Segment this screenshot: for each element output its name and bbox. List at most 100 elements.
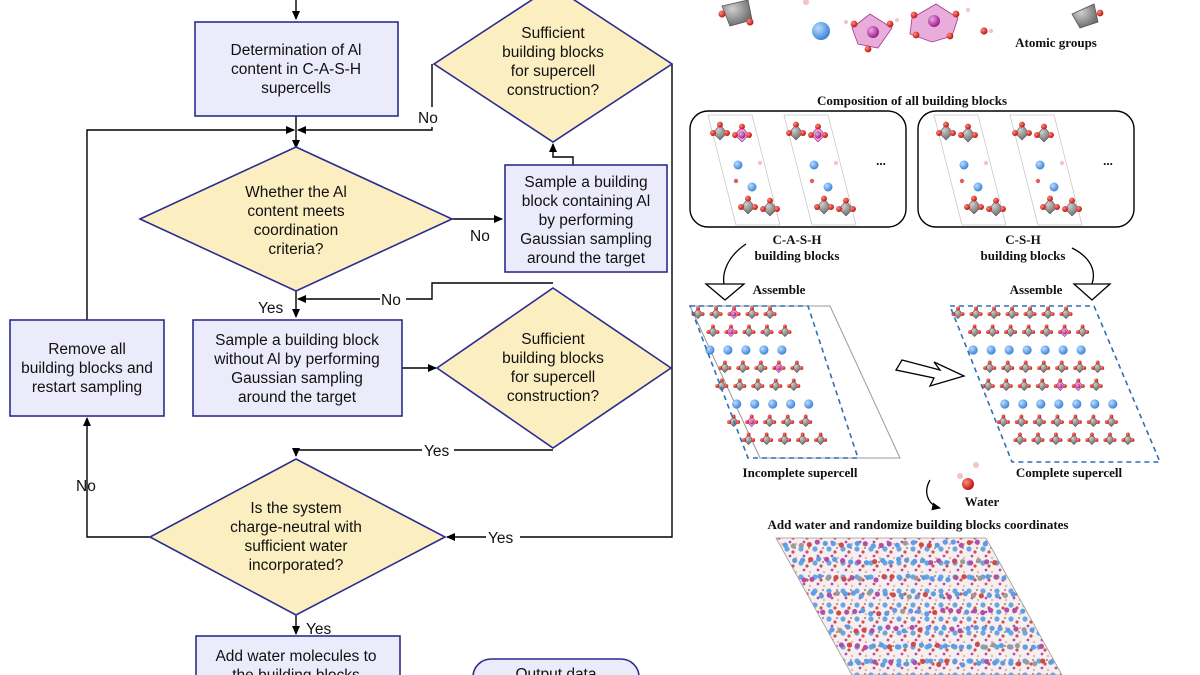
atom [953, 574, 959, 581]
oxygen-atom [1034, 132, 1040, 138]
atom [964, 609, 970, 615]
oxygen-atom [736, 366, 741, 370]
neutral-line-2: charge-neutral with [230, 519, 362, 536]
atom [1029, 627, 1035, 633]
oxygen-atom [1028, 366, 1033, 370]
atom [854, 540, 860, 547]
calcium-atom [804, 399, 814, 409]
calcium-atom [1076, 345, 1086, 355]
atom [954, 591, 960, 598]
atom [865, 574, 871, 581]
oxygen-atom [978, 204, 984, 210]
atom [880, 662, 886, 668]
oxygen-atom [732, 306, 736, 311]
atom [988, 607, 994, 613]
atom [974, 641, 981, 647]
oxygen-atom [992, 366, 997, 370]
whether-line-2: content meets [247, 203, 345, 220]
label-yes-suff-mid: Yes [424, 443, 450, 460]
oxygen-atom [1041, 360, 1046, 365]
oxygen-atom [1109, 414, 1114, 419]
oxygen-atom [760, 438, 764, 442]
oxygen-atom [1041, 123, 1047, 130]
atom [1005, 627, 1011, 633]
oxygen-atom [778, 438, 782, 442]
atom [825, 575, 831, 581]
oxygen-atom [1085, 330, 1090, 334]
oxygen-atom [790, 420, 795, 424]
oxygen-atom [1014, 420, 1019, 424]
oxygen-atom [752, 204, 758, 210]
cash-label-line-1: C-A-S-H [772, 232, 821, 247]
atom [822, 540, 828, 547]
oxygen-atom [1085, 438, 1090, 442]
cash-ellipsis: ... [876, 153, 886, 168]
calcium-atom [1090, 399, 1100, 409]
atom [908, 608, 914, 614]
oxygen-atom [821, 195, 827, 202]
aluminum-atom [728, 329, 734, 335]
csh-label-line-2: building blocks [981, 248, 1066, 263]
aluminum-atom [1062, 329, 1067, 335]
oxygen-atom [769, 438, 774, 442]
atom [918, 542, 924, 548]
atom [990, 642, 997, 648]
complete-supercell-label: Complete supercell [1016, 465, 1123, 480]
oxygen-atom [1073, 414, 1078, 419]
oxygen-atom [755, 378, 760, 383]
output-data-label: Output data [515, 666, 596, 675]
oxygen-atom [736, 312, 741, 316]
atom [926, 643, 933, 649]
oxygen-atom [996, 420, 1001, 424]
oxygen-atom [1048, 132, 1054, 138]
oxygen-atom [1026, 130, 1032, 136]
oxygen-atom [1049, 330, 1054, 334]
oxygen-atom [1059, 360, 1064, 365]
atom [902, 643, 909, 649]
atom [934, 542, 940, 548]
calcium-atom [759, 345, 769, 355]
oxygen-atom [814, 204, 820, 210]
oxygen-atom [986, 206, 992, 212]
oxygen-atom [787, 384, 792, 388]
whether-line-4: criteria? [268, 241, 324, 258]
atom [900, 608, 906, 614]
oxygen-atom [783, 324, 787, 329]
remove-line-3: restart sampling [32, 379, 142, 396]
oxygen-atom [1040, 204, 1046, 210]
oxygen-atom [1008, 384, 1013, 388]
assemble-label-left: Assemble [753, 282, 806, 297]
atom [894, 542, 900, 548]
oxygen-atom [800, 432, 805, 437]
oxygen-atom [1022, 378, 1027, 383]
atom [997, 626, 1003, 632]
atom [868, 611, 874, 617]
whether-line-3: coordination [254, 222, 338, 239]
atom [920, 658, 926, 664]
oxygen-atom [796, 384, 801, 388]
cash-label-line-2: building blocks [755, 248, 840, 263]
atom [974, 539, 980, 545]
oxygen-atom [772, 366, 777, 370]
flow-connectors [83, 0, 673, 635]
oxygen-atom [754, 366, 759, 370]
atom [982, 541, 988, 547]
oxygen-atom [1046, 306, 1050, 311]
oxygen-atom [960, 312, 965, 316]
oxygen-atom [1058, 330, 1062, 334]
oxygen-atom [1050, 420, 1055, 424]
aluminum-atom [814, 131, 822, 139]
atom [866, 590, 872, 596]
atom [1032, 661, 1038, 667]
atom [1040, 658, 1046, 664]
oxygen-atom [1001, 414, 1006, 419]
assemble-label-right: Assemble [1010, 282, 1063, 297]
atom [880, 557, 886, 564]
oxygen-atom [987, 360, 992, 365]
right-arrow-icon [894, 359, 966, 388]
aluminum-atom [776, 365, 782, 371]
calcium-atom [959, 160, 969, 170]
oxygen-atom [800, 130, 806, 136]
output-data-box: Output data [472, 658, 640, 675]
atom [792, 557, 798, 564]
